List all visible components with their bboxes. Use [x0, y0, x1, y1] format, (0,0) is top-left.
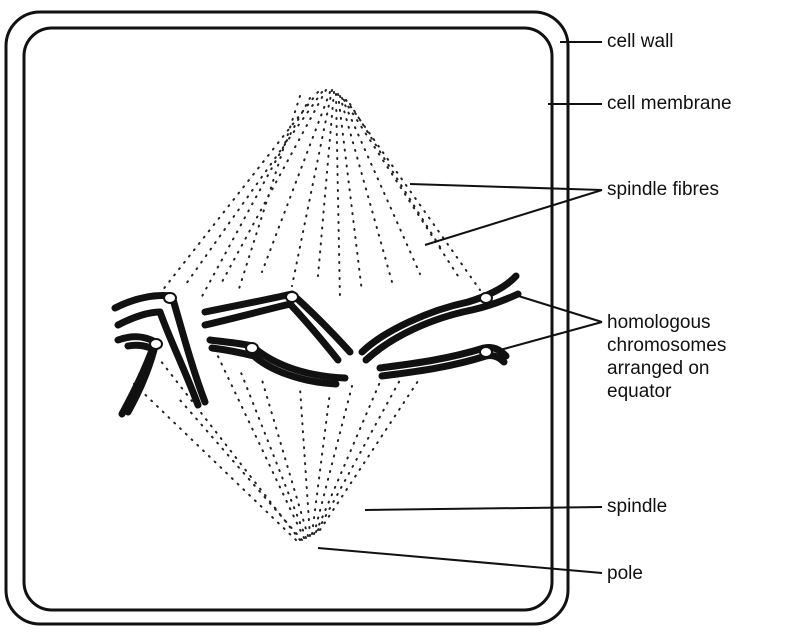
centromere-left-upper	[164, 293, 176, 303]
label-cell-membrane: cell membrane	[607, 93, 732, 115]
leader-lines-group	[318, 42, 602, 573]
spindle-fibre	[262, 380, 308, 536]
spindle-fibre	[186, 92, 322, 284]
label-spindle: spindle	[607, 496, 667, 518]
label-pole: pole	[607, 563, 643, 585]
chromosome-middle-4	[212, 348, 336, 384]
leader-spindle	[365, 507, 602, 510]
centromere-middle-upper	[286, 292, 298, 302]
leader-pole	[318, 548, 602, 573]
spindle-fibre	[340, 96, 392, 282]
spindle-fibre	[222, 90, 326, 282]
leader-spindle-fibres-a	[410, 184, 602, 190]
spindle-fibre	[262, 92, 330, 272]
spindle-fibre	[130, 380, 296, 540]
spindle-fibre	[314, 386, 352, 534]
spindle-fibre	[344, 100, 458, 276]
spindle-fibre	[338, 94, 362, 292]
chromosome-right-1	[362, 276, 516, 352]
cell-wall-outline	[6, 12, 568, 624]
spindle-fibre	[318, 92, 334, 276]
leader-spindle-fibres-b	[425, 190, 602, 245]
spindle-fibre	[312, 392, 330, 534]
centromere-middle-lower	[246, 343, 258, 353]
label-homologous-chromosomes: homologous chromosomes arranged on equat…	[607, 311, 726, 403]
spindle-fibre	[320, 378, 420, 530]
centromere-right-upper	[480, 293, 492, 303]
spindle-fibre	[346, 100, 480, 290]
spindle-fibre	[240, 370, 306, 538]
leader-homologous-a	[512, 294, 602, 322]
label-spindle-fibres: spindle fibres	[607, 179, 719, 201]
label-cell-wall: cell wall	[607, 31, 674, 53]
centromere-right-lower	[480, 347, 492, 357]
spindle-fibre	[200, 98, 310, 300]
spindle-fibre	[350, 104, 442, 250]
spindle-fibre	[158, 92, 318, 296]
chromosome-left-2	[118, 312, 198, 405]
spindle-fibre	[342, 98, 420, 274]
spindle-fibre	[238, 96, 300, 292]
spindle-fibre	[336, 94, 340, 300]
spindle-fibre	[180, 400, 302, 540]
spindle-fibre	[160, 360, 300, 540]
cell-membrane-outline	[24, 28, 552, 610]
spindle-fibre	[318, 380, 400, 530]
centromere-left-lower	[150, 339, 162, 349]
chromosome-left-4	[128, 345, 154, 412]
